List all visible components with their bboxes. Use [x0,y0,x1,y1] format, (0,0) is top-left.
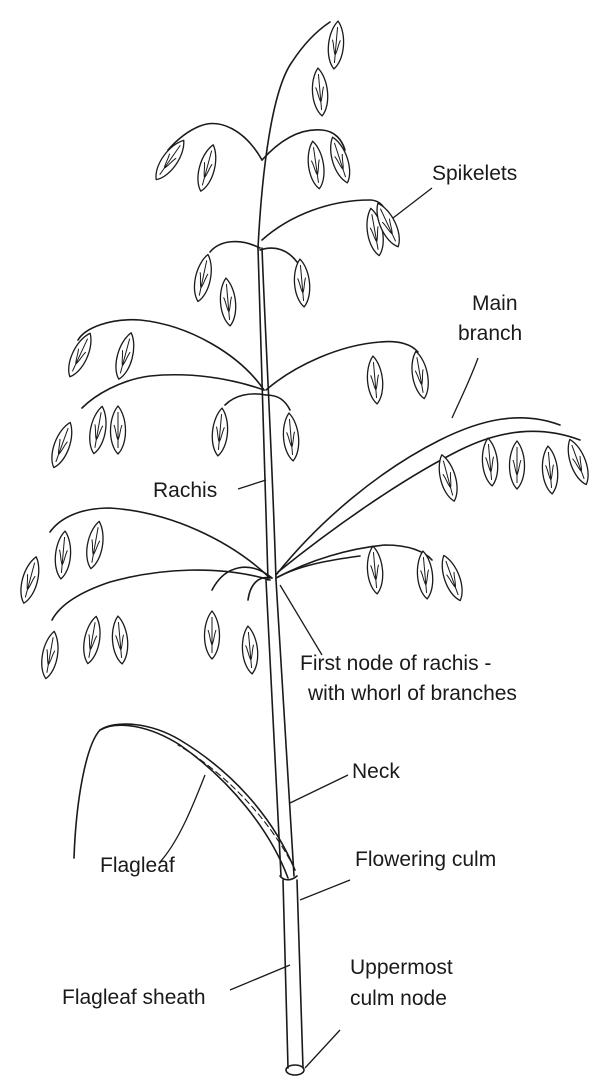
label-spikelets: Spikelets [432,162,517,185]
spikelet [540,445,559,494]
label-uppermost-line1: Uppermost [350,956,453,979]
spikelet [205,611,220,659]
label-main-branch-line2: branch [458,322,522,345]
label-uppermost-line2: culm node [350,987,447,1010]
neck-leader [290,775,348,803]
label-neck: Neck [352,760,400,783]
spikelet [510,441,525,489]
label-flagleaf: Flagleaf [100,854,175,877]
spikelet [437,553,468,603]
spikelet [110,615,129,664]
spikelet [326,20,345,69]
spikelet [194,143,221,193]
spikelet [86,405,109,455]
spikelet [191,253,216,303]
spikelet [112,331,139,381]
neck [266,580,294,876]
spikelet [325,135,354,185]
spikelet [305,140,327,190]
spikelet [17,555,44,605]
uppermost-node-leader [305,1030,340,1068]
spikelet [80,615,103,665]
spikelet [365,355,384,404]
flowering-culm-leader [300,880,350,900]
label-flagleaf-sheath: Flagleaf sheath [62,986,206,1009]
spikelet [480,437,499,486]
flagleaf-sheath-leader [230,965,290,990]
spikelets-leader [393,188,432,218]
spikelet [365,545,384,594]
spikelets-group [17,20,594,680]
spikelet [210,407,229,456]
label-main-branch-line1: Main [472,292,518,315]
spikelet [150,136,190,184]
panicle-branches [50,124,580,620]
spikelet [83,520,106,570]
rachis-leader [238,480,266,489]
first-node-leader [280,585,322,655]
label-first-node-line2: with whorl of branches [307,682,517,705]
spikelet [408,350,431,400]
flowering-culm-stem [283,880,304,1075]
spikelet [111,406,126,454]
spikelet [563,437,594,487]
spikelet [47,420,78,470]
spikelet [281,412,300,461]
flagleaf-leader [160,775,205,862]
spikelet [310,67,329,116]
label-flowering-culm: Flowering culm [355,848,496,871]
spikelet [218,277,237,326]
spikelet [240,625,259,674]
label-rachis: Rachis [153,479,217,502]
spikelet [415,550,434,599]
label-first-node-line1: First node of rachis - [300,652,491,675]
spikelet [292,258,311,307]
spikelet [38,630,61,680]
spikelet [53,530,72,579]
main-branch-leader [452,358,478,418]
